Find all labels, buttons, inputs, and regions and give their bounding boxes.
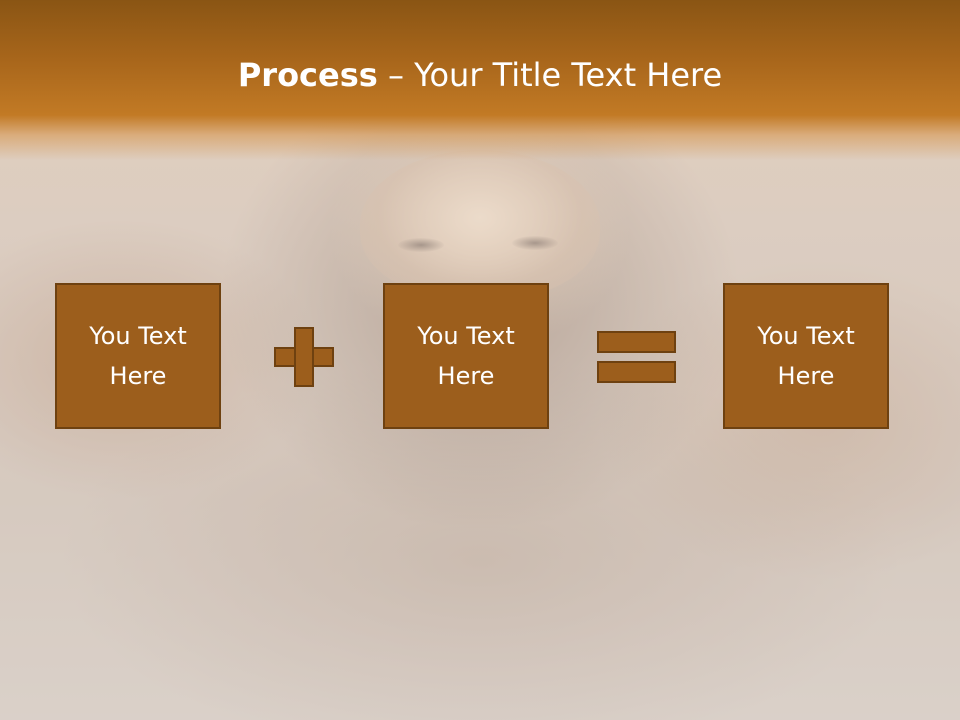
plus-icon-center <box>296 349 312 365</box>
background-face <box>360 150 600 300</box>
slide-title[interactable]: Process – Your Title Text Here <box>0 50 960 100</box>
equals-icon <box>597 331 676 383</box>
process-box-3-text: You Text Here <box>757 322 855 390</box>
process-box-2[interactable]: You Text Here <box>383 283 549 429</box>
process-box-1[interactable]: You Text Here <box>55 283 221 429</box>
plus-icon <box>274 327 334 387</box>
title-bold: Process <box>237 56 378 94</box>
equals-icon-top-bar <box>597 331 676 353</box>
process-box-2-text: You Text Here <box>417 322 515 390</box>
process-box-1-text: You Text Here <box>89 322 187 390</box>
equals-icon-bottom-bar <box>597 361 676 383</box>
process-box-3[interactable]: You Text Here <box>723 283 889 429</box>
title-band <box>0 0 960 160</box>
background-eye-right <box>512 236 558 250</box>
title-rest: – Your Title Text Here <box>377 56 723 94</box>
background-eye-left <box>398 238 444 252</box>
